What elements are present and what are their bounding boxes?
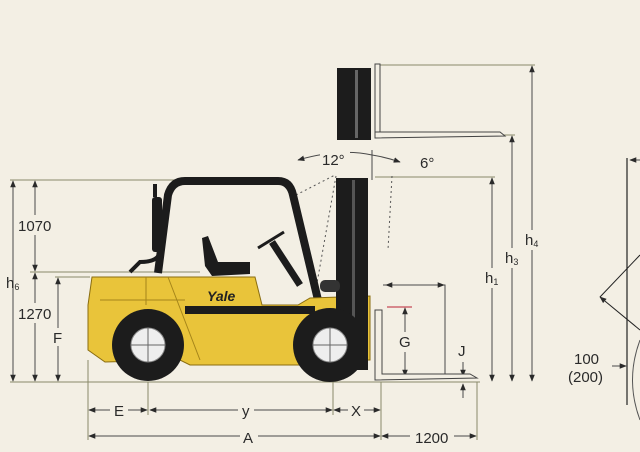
seat-height-label: 1270 [18, 306, 51, 323]
front-wheel [293, 308, 367, 382]
h6-label: h6 [6, 275, 19, 292]
X-label: X [351, 403, 361, 420]
fork-length-label: 1200 [415, 430, 448, 447]
h3-label: h3 [505, 250, 518, 267]
rear-wheel [112, 309, 184, 381]
forward-tilt-outline [387, 175, 393, 251]
tilt-forward-label: 6° [420, 155, 434, 172]
tilted-mast-outline [295, 174, 337, 301]
top-view-partial: 100 (200) [568, 157, 640, 421]
J-label: J [458, 343, 466, 360]
brand-logo: Yale [207, 288, 235, 304]
h4-label: h4 [525, 232, 538, 249]
clearance-alt-label: (200) [568, 369, 603, 386]
E-label: E [114, 403, 124, 420]
tilt-forward-arc [371, 154, 401, 163]
forklift-body: Yale [87, 177, 479, 382]
h1-label: h1 [485, 270, 498, 287]
F-label: F [53, 330, 62, 347]
A-label: A [243, 430, 253, 447]
load-centre-box [383, 284, 446, 378]
raised-mast [337, 63, 507, 140]
guard-height-label: 1070 [18, 218, 51, 235]
y-label: y [242, 403, 250, 420]
tilt-back-label: 12° [322, 152, 345, 169]
clearance-label: 100 [574, 351, 599, 368]
G-label: G [399, 334, 411, 351]
